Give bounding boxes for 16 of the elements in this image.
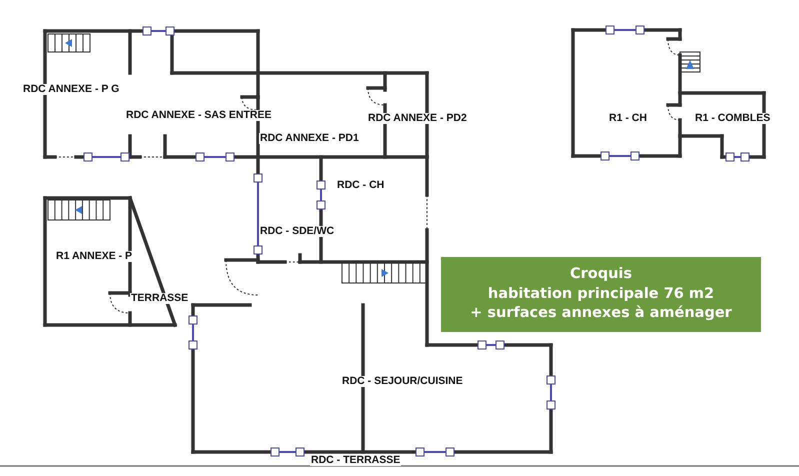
room-label: RDC - TERRASSE [310, 455, 402, 466]
room-label: TERRASSE [130, 293, 190, 304]
room-label: RDC - SEJOUR/CUISINE [341, 376, 464, 386]
banner-text: habitation principale 76 m2 [486, 284, 716, 304]
banner-text: + surfaces annexes à aménager [469, 304, 733, 324]
room-label: RDC ANNEXE - SAS ENTREE [125, 110, 272, 120]
room-label: RDC - CH [336, 180, 386, 190]
room-label: RDC - SDE/WC [259, 226, 336, 236]
room-label: R1 - COMBLES [694, 113, 772, 124]
title-banner [441, 257, 761, 332]
room-label: RDC ANNEXE - P G [22, 84, 120, 94]
room-label: RDC ANNEXE - PD2 [367, 113, 468, 124]
room-label: R1 - CH [608, 113, 648, 124]
room-label: R1 ANNEXE - P [55, 251, 134, 262]
room-label: RDC ANNEXE - PD1 [259, 133, 360, 144]
banner-text: Croquis [570, 265, 632, 284]
